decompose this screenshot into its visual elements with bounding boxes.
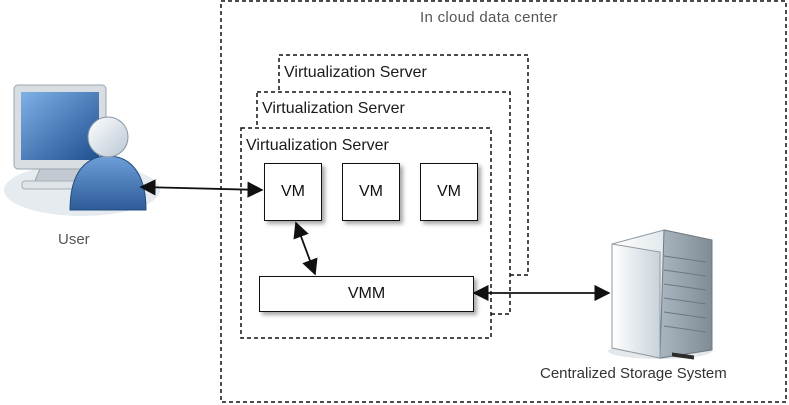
- virtualization-server-label: Virtualization Server: [262, 100, 405, 117]
- vmm-box: VMM: [259, 276, 474, 312]
- storage-label: Centralized Storage System: [540, 365, 727, 382]
- user-label: User: [58, 231, 90, 248]
- virtualization-server-label: Virtualization Server: [284, 64, 427, 81]
- arrow-vm-vmm: [293, 221, 318, 276]
- vm-box: VM: [420, 163, 478, 221]
- storage-server-icon: [608, 229, 713, 360]
- data-center-boundary: [220, 0, 787, 403]
- vm-box: VM: [342, 163, 400, 221]
- data-center-label: In cloud data center: [420, 9, 558, 26]
- arrow-user-vm: [139, 179, 264, 198]
- user-computer-icon: [4, 84, 160, 216]
- vm-box: VM: [264, 163, 322, 221]
- virtualization-server-label: Virtualization Server: [246, 137, 389, 154]
